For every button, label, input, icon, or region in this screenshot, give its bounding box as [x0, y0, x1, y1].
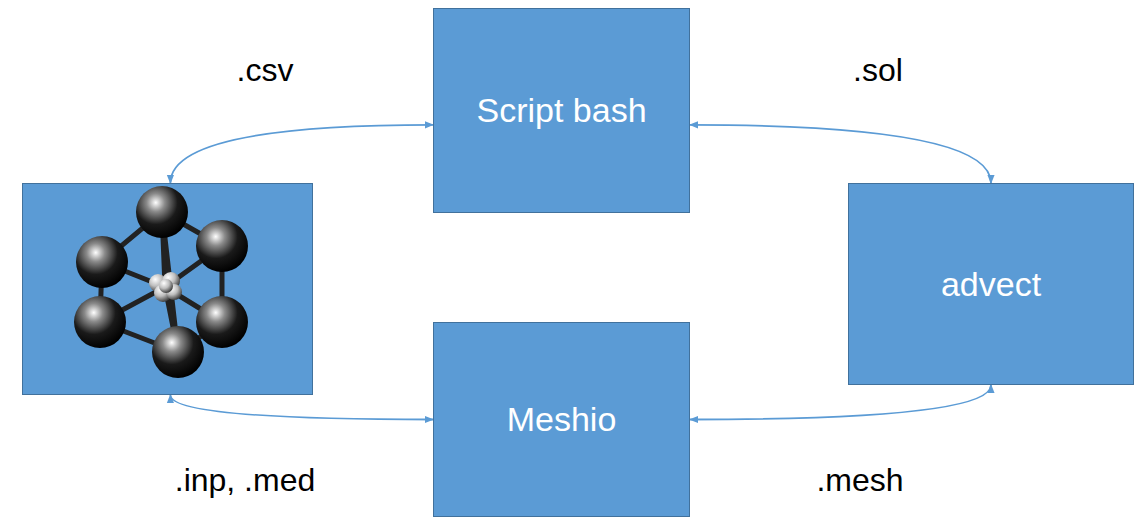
- process-box: advect: [848, 183, 1134, 385]
- file-extension-label: .csv: [234, 52, 297, 89]
- process-box: Script bash: [433, 8, 690, 213]
- file-extension-label: .inp, .med: [172, 462, 319, 499]
- curved-connector: [690, 385, 991, 420]
- process-box: Meshio: [433, 322, 690, 517]
- illustration-box: [22, 183, 313, 395]
- curved-connector: [170, 125, 433, 183]
- file-extension-label: .sol: [850, 52, 906, 89]
- node-label: Meshio: [497, 400, 627, 439]
- node-label: Script bash: [466, 91, 656, 130]
- file-extension-label: .mesh: [813, 462, 906, 499]
- curved-connector: [690, 125, 991, 183]
- node-label: advect: [931, 265, 1051, 304]
- curved-connector: [170, 395, 433, 420]
